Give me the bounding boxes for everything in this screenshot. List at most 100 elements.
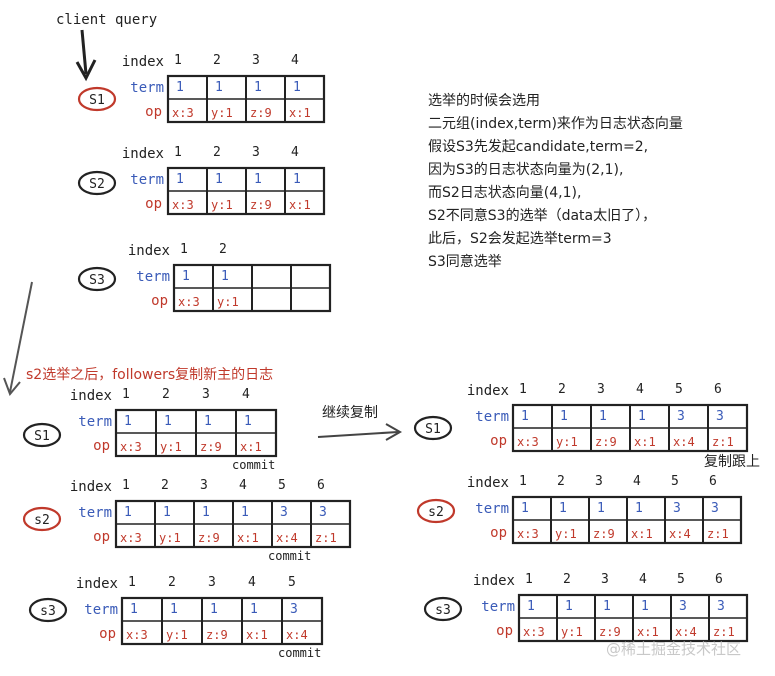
term-value: 1 — [250, 602, 258, 617]
op-value: z:9 — [599, 625, 621, 639]
term-label: term — [84, 602, 118, 618]
op-value: x:3 — [517, 527, 539, 541]
node-circle — [22, 506, 62, 532]
op-value: y:1 — [217, 295, 239, 309]
op-value: x:4 — [276, 531, 298, 545]
op-value: x:3 — [172, 198, 194, 212]
term-value: 1 — [599, 409, 607, 424]
node-circle — [77, 266, 117, 292]
node-label: S1 — [425, 422, 441, 437]
index-number: 1 — [128, 575, 136, 590]
op-label: op — [145, 196, 162, 212]
note-line: 假设S3先发起candidate,term=2, — [428, 139, 649, 155]
index-number: 4 — [633, 474, 641, 489]
term-value: 3 — [679, 599, 687, 614]
continue-copy-arrowhead — [385, 423, 403, 441]
index-number: 1 — [174, 145, 182, 160]
term-value: 1 — [293, 172, 301, 187]
term-value: 3 — [280, 505, 288, 520]
index-number: 4 — [636, 382, 644, 397]
term-label: term — [475, 409, 509, 425]
note-line: S3同意选举 — [428, 254, 502, 270]
term-label: term — [481, 599, 515, 615]
op-value: z:1 — [315, 531, 337, 545]
note-line: S2不同意S3的选举（data太旧了）， — [428, 208, 657, 224]
node-circle — [22, 422, 62, 448]
section-caption: s2选举之后，followers复制新主的日志 — [26, 367, 274, 383]
index-number: 2 — [161, 478, 169, 493]
index-number: 2 — [563, 572, 571, 587]
op-label: op — [151, 293, 168, 309]
term-value: 3 — [716, 409, 724, 424]
index-number: 3 — [252, 53, 260, 68]
index-number: 2 — [557, 474, 565, 489]
term-label: term — [130, 172, 164, 188]
term-value: 1 — [641, 599, 649, 614]
op-value: y:1 — [555, 527, 577, 541]
op-value: x:1 — [637, 625, 659, 639]
op-label: op — [93, 529, 110, 545]
node-circle — [423, 596, 463, 622]
term-value: 1 — [244, 414, 252, 429]
op-value: x:1 — [634, 435, 656, 449]
op-value: z:1 — [713, 625, 735, 639]
node-label: s2 — [428, 505, 444, 520]
term-value: 3 — [673, 501, 681, 516]
term-value: 3 — [319, 505, 327, 520]
index-number: 5 — [671, 474, 679, 489]
term-value: 1 — [603, 599, 611, 614]
term-value: 1 — [560, 409, 568, 424]
continue-copy-label: 继续复制 — [322, 404, 378, 421]
term-value: 1 — [182, 269, 190, 284]
index-number: 4 — [291, 145, 299, 160]
index-number: 1 — [122, 478, 130, 493]
op-value: x:4 — [673, 435, 695, 449]
term-value: 1 — [176, 172, 184, 187]
term-label: term — [78, 505, 112, 521]
term-value: 1 — [164, 414, 172, 429]
term-value: 1 — [527, 599, 535, 614]
op-label: op — [93, 438, 110, 454]
op-value: x:1 — [289, 198, 311, 212]
client-query-label: client query — [56, 12, 157, 28]
term-value: 1 — [254, 172, 262, 187]
index-label: index — [467, 475, 509, 491]
op-label: op — [496, 623, 513, 639]
term-value: 1 — [204, 414, 212, 429]
op-value: x:3 — [523, 625, 545, 639]
index-label: index — [467, 383, 509, 399]
term-value: 1 — [202, 505, 210, 520]
op-value: x:3 — [172, 106, 194, 120]
index-label: index — [70, 388, 112, 404]
index-number: 4 — [248, 575, 256, 590]
index-number: 1 — [519, 474, 527, 489]
op-value: y:1 — [211, 106, 233, 120]
copy-caught-up-label: 复制跟上 — [704, 454, 760, 470]
node-label: s2 — [34, 513, 50, 528]
index-number: 5 — [677, 572, 685, 587]
node-circle — [77, 170, 117, 196]
index-number: 2 — [558, 382, 566, 397]
note-line: 因为S3的日志状态向量为(2,1), — [428, 162, 624, 178]
term-value: 1 — [163, 505, 171, 520]
index-number: 6 — [317, 478, 325, 493]
note-line: 而S2日志状态向量(4,1), — [428, 185, 582, 201]
op-value: x:3 — [178, 295, 200, 309]
term-value: 1 — [221, 269, 229, 284]
term-value: 1 — [170, 602, 178, 617]
client-query-arrowhead — [75, 59, 97, 82]
index-number: 2 — [213, 145, 221, 160]
op-value: x:4 — [669, 527, 691, 541]
index-number: 2 — [213, 53, 221, 68]
index-number: 4 — [291, 53, 299, 68]
index-number: 5 — [675, 382, 683, 397]
index-number: 5 — [278, 478, 286, 493]
watermark: @稀土掘金技术社区 — [606, 640, 742, 658]
term-value: 1 — [559, 501, 567, 516]
op-value: z:9 — [593, 527, 615, 541]
index-number: 4 — [639, 572, 647, 587]
index-number: 2 — [168, 575, 176, 590]
index-number: 3 — [595, 474, 603, 489]
index-number: 6 — [714, 382, 722, 397]
